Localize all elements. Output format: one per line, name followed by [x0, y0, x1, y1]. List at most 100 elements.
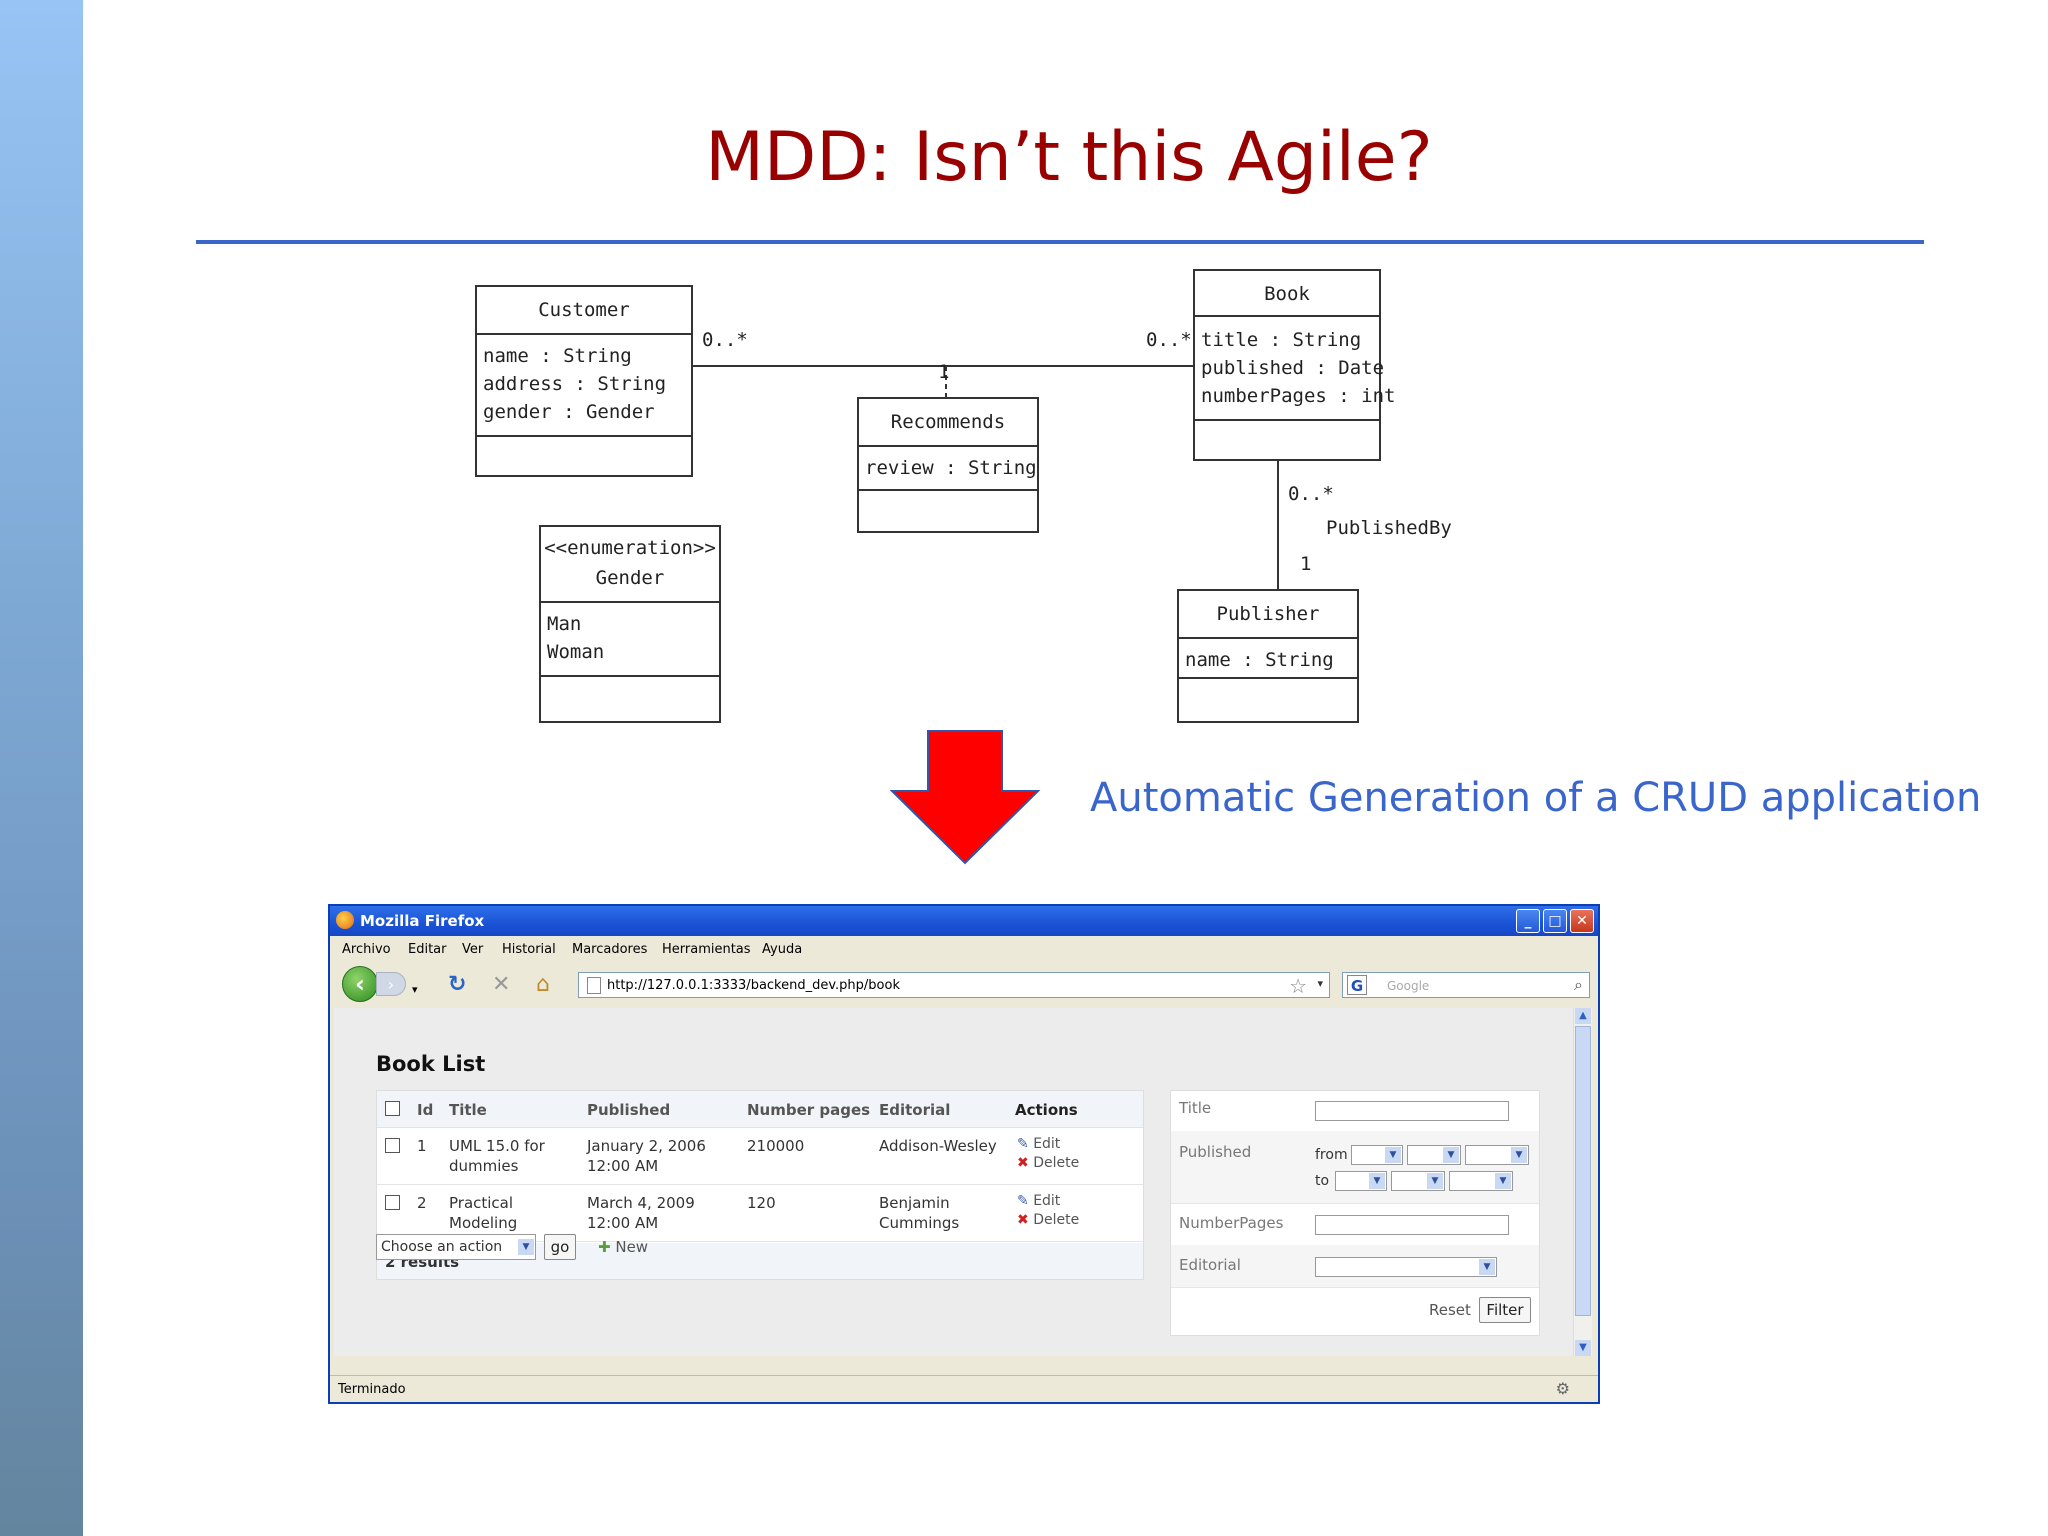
edit-link[interactable]: ✎ Edit	[1017, 1193, 1061, 1209]
filter-editorial-select[interactable]: ▼	[1315, 1257, 1497, 1277]
status-text: Terminado	[338, 1382, 406, 1397]
row-title-cont: dummies	[449, 1157, 519, 1175]
addon-gear-icon[interactable]: ⚙	[1555, 1379, 1570, 1398]
menu-ver[interactable]: Ver	[462, 942, 484, 957]
chevron-down-icon: ▼	[1385, 1147, 1401, 1163]
recommends-attr: review : String	[865, 457, 1037, 479]
from-year-select[interactable]: ▼	[1465, 1145, 1529, 1165]
row-id: 2	[417, 1194, 427, 1212]
filter-published-label: Published	[1179, 1143, 1252, 1161]
search-bar[interactable]: G Google ⌕	[1342, 972, 1590, 998]
row-title: Practical	[449, 1194, 514, 1212]
col-id[interactable]: Id	[417, 1101, 434, 1119]
batch-action-select[interactable]: Choose an action ▼	[376, 1234, 536, 1260]
table-row: 2 Practical Modeling March 4, 2009 12:00…	[377, 1185, 1143, 1242]
scroll-thumb[interactable]	[1575, 1026, 1591, 1316]
scroll-up-icon[interactable]: ▲	[1575, 1008, 1591, 1024]
recommends-class-name: Recommends	[891, 411, 1005, 433]
filter-title-input[interactable]	[1315, 1101, 1509, 1121]
maximize-button[interactable]: □	[1543, 909, 1567, 933]
multiplicity-book: 0..*	[1146, 329, 1192, 351]
delete-icon: ✖	[1017, 1155, 1029, 1171]
reload-icon[interactable]: ↻	[448, 972, 467, 997]
menu-herramientas[interactable]: Herramientas	[662, 942, 751, 957]
filter-row-title: Title	[1171, 1091, 1539, 1132]
published-by-label: PublishedBy	[1326, 517, 1452, 539]
col-number-pages[interactable]: Number pages	[747, 1101, 871, 1119]
reset-link[interactable]: Reset	[1429, 1301, 1471, 1319]
bookmark-star-icon[interactable]: ☆	[1289, 974, 1307, 998]
row-editorial: Addison-Wesley	[879, 1137, 997, 1155]
select-all-checkbox[interactable]	[385, 1101, 400, 1116]
url-dropdown-icon[interactable]: ▾	[1317, 977, 1323, 990]
home-icon[interactable]: ⌂	[536, 972, 550, 997]
chevron-down-icon: ▼	[1443, 1147, 1459, 1163]
filter-number-pages-input[interactable]	[1315, 1215, 1509, 1235]
from-day-select[interactable]: ▼	[1351, 1145, 1403, 1165]
firefox-window: Mozilla Firefox _ □ ✕ Archivo Editar Ver…	[328, 904, 1600, 1404]
to-month-select[interactable]: ▼	[1391, 1171, 1445, 1191]
window-title: Mozilla Firefox	[360, 912, 485, 930]
publisher-class	[1177, 589, 1359, 723]
row-published: January 2, 2006	[587, 1137, 706, 1155]
menu-historial[interactable]: Historial	[502, 942, 556, 957]
status-bar: Terminado ⚙	[330, 1375, 1598, 1402]
col-published[interactable]: Published	[587, 1101, 671, 1119]
customer-attr: address : String	[483, 373, 666, 395]
menu-editar[interactable]: Editar	[408, 942, 447, 957]
caption: Automatic Generation of a CRUD applicati…	[1090, 775, 1982, 821]
filter-row-editorial: Editorial ▼	[1171, 1245, 1539, 1288]
gender-literal: Woman	[547, 641, 604, 663]
to-day-select[interactable]: ▼	[1335, 1171, 1387, 1191]
history-dropdown-icon[interactable]: ▾	[412, 983, 418, 996]
chevron-down-icon: ▼	[1479, 1259, 1495, 1275]
window-titlebar: Mozilla Firefox _ □ ✕	[330, 906, 1598, 936]
forward-button[interactable]: ›	[376, 972, 406, 996]
book-class-name: Book	[1264, 283, 1310, 305]
col-title[interactable]: Title	[449, 1101, 487, 1119]
stop-icon[interactable]: ✕	[492, 972, 511, 997]
row-id: 1	[417, 1137, 427, 1155]
menu-archivo[interactable]: Archivo	[342, 942, 391, 957]
to-year-select[interactable]: ▼	[1449, 1171, 1513, 1191]
row-checkbox[interactable]	[385, 1195, 400, 1210]
delete-link[interactable]: ✖ Delete	[1017, 1212, 1080, 1228]
row-pages: 210000	[747, 1137, 805, 1155]
go-button[interactable]: go	[544, 1234, 576, 1260]
row-checkbox[interactable]	[385, 1138, 400, 1153]
url-text: http://127.0.0.1:3333/backend_dev.php/bo…	[607, 978, 900, 993]
firefox-logo-icon	[336, 911, 354, 929]
title-rule	[196, 240, 1924, 244]
slide-sidebar	[0, 0, 83, 1536]
customer-attr: gender : Gender	[483, 401, 655, 423]
multiplicity-publisher: 1	[1300, 553, 1311, 575]
multiplicity-customer: 0..*	[702, 329, 748, 351]
edit-icon: ✎	[1017, 1193, 1029, 1209]
chevron-down-icon: ▼	[1495, 1173, 1511, 1189]
edit-link[interactable]: ✎ Edit	[1017, 1136, 1061, 1152]
from-month-select[interactable]: ▼	[1407, 1145, 1461, 1165]
filter-number-pages-label: NumberPages	[1179, 1214, 1284, 1232]
scroll-down-icon[interactable]: ▼	[1575, 1340, 1591, 1356]
row-editorial-cont: Cummings	[879, 1214, 960, 1232]
recommends-class	[857, 397, 1039, 533]
url-bar[interactable]: http://127.0.0.1:3333/backend_dev.php/bo…	[578, 972, 1330, 998]
filter-button[interactable]: Filter	[1479, 1297, 1531, 1323]
navigation-toolbar: ‹ › ▾ ↻ ✕ ⌂ http://127.0.0.1:3333/backen…	[330, 962, 1598, 1006]
batch-action-value: Choose an action	[381, 1239, 503, 1255]
menu-marcadores[interactable]: Marcadores	[572, 942, 648, 957]
col-editorial[interactable]: Editorial	[879, 1101, 951, 1119]
close-button[interactable]: ✕	[1570, 909, 1594, 933]
gender-literal: Man	[547, 613, 581, 635]
search-icon[interactable]: ⌕	[1574, 975, 1583, 994]
minimize-button[interactable]: _	[1516, 909, 1540, 933]
row-editorial: Benjamin	[879, 1194, 950, 1212]
search-engine-icon[interactable]: G	[1347, 975, 1367, 995]
back-button[interactable]: ‹	[342, 966, 378, 1002]
vertical-scrollbar[interactable]: ▲ ▼	[1573, 1008, 1592, 1356]
new-link[interactable]: ✚ New	[598, 1238, 649, 1256]
row-title-cont: Modeling	[449, 1214, 518, 1232]
menu-ayuda[interactable]: Ayuda	[762, 942, 803, 957]
filter-to-label: to	[1315, 1173, 1330, 1189]
delete-link[interactable]: ✖ Delete	[1017, 1155, 1080, 1171]
